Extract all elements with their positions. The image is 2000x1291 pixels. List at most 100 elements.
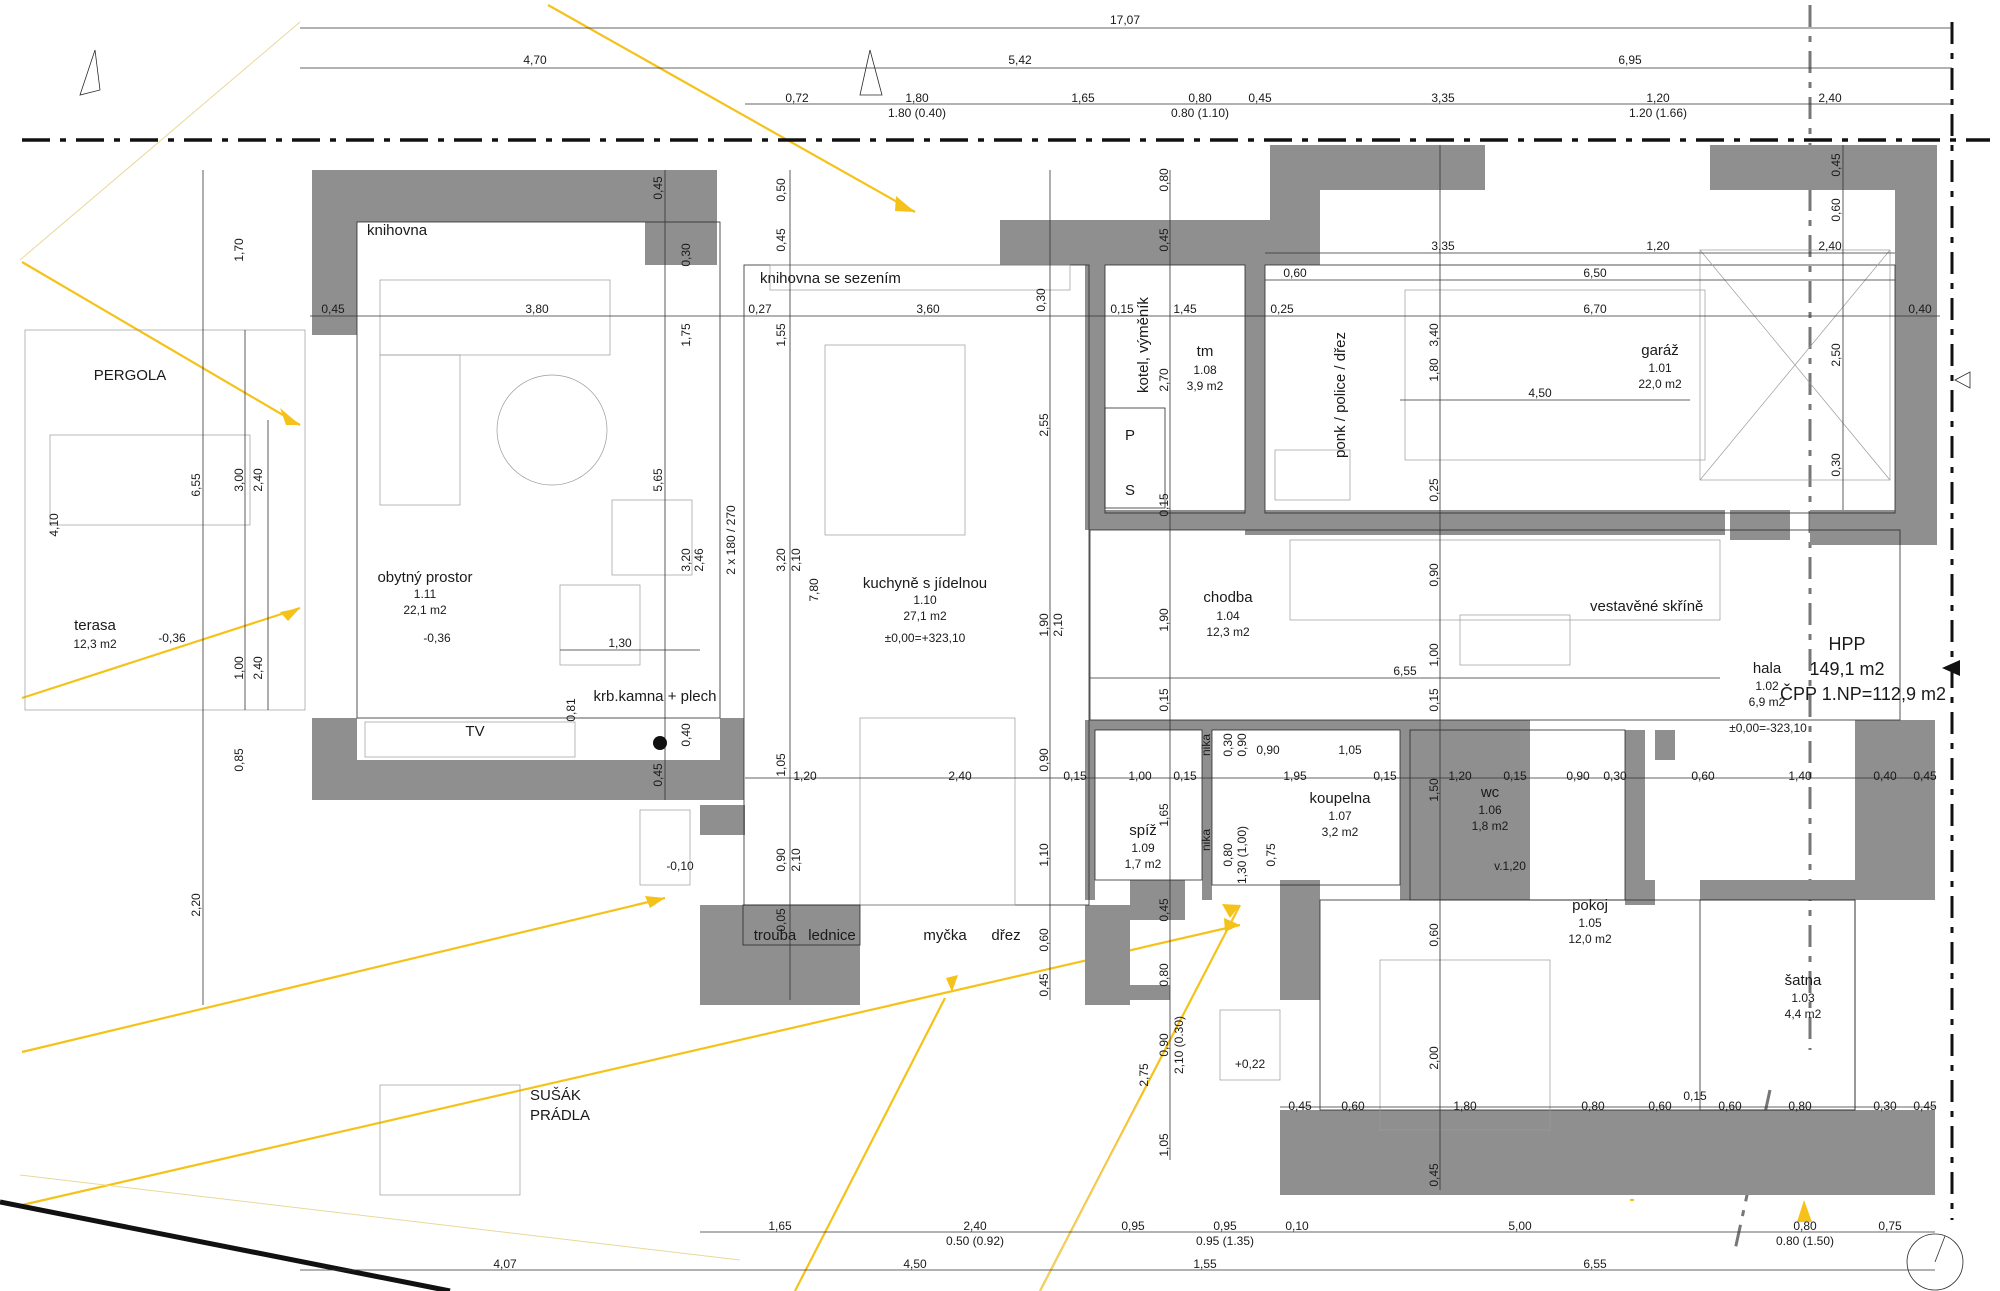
- dim: 0,60: [1341, 1099, 1365, 1113]
- dim: 0,60: [1037, 928, 1051, 952]
- dim: 1,30 (1,00): [1235, 826, 1249, 884]
- dim: 1,45: [1173, 302, 1197, 316]
- lednice-label: lednice: [808, 927, 856, 944]
- room-satna-code: 1.03: [1791, 991, 1815, 1005]
- dim: 1,50: [1427, 778, 1441, 802]
- tv-label: TV: [465, 723, 484, 740]
- hpp-label: HPP: [1828, 634, 1865, 654]
- dim: 2,75: [1137, 1063, 1151, 1087]
- dim: 0,30: [1603, 769, 1627, 783]
- dim: 0,60: [1718, 1099, 1742, 1113]
- room-hala-level: ±0,00=-323,10: [1729, 721, 1807, 735]
- dim: 0.80 (1.50): [1776, 1234, 1834, 1248]
- dim: 6,50: [1583, 266, 1607, 280]
- room-satna-area: 4,4 m2: [1785, 1007, 1822, 1021]
- dim: 0,60: [1427, 923, 1441, 947]
- dim: 1,00: [232, 656, 246, 680]
- dim: 0,45: [1157, 228, 1171, 252]
- room-garaz-name: garáž: [1641, 342, 1679, 359]
- dimension-top: 17,07 4,70 5,42 6,95 0,72 1,80 1.80 (0.4…: [300, 13, 1952, 120]
- room-wc-code: 1.06: [1478, 803, 1502, 817]
- susak-label-1: SUŠÁK: [530, 1087, 581, 1104]
- dim: 1,90: [1157, 608, 1171, 632]
- dim: 4,10: [47, 513, 61, 537]
- dim: 0,10: [1285, 1219, 1309, 1233]
- pergola-label: PERGOLA: [94, 367, 167, 384]
- dim: 1,80: [1453, 1099, 1477, 1113]
- dimension-vertical: 1,70 6,55 4,10 3,00 2,40 1,00 2,40 0,85 …: [47, 145, 1844, 1190]
- dim: 6,55: [1583, 1257, 1607, 1271]
- terasa-area: 12,3 m2: [73, 637, 117, 651]
- dim: 0,85: [232, 748, 246, 772]
- room-satna-name: šatna: [1785, 972, 1822, 989]
- dim: 0,75: [1264, 843, 1278, 867]
- dim: 0,90: [1037, 748, 1051, 772]
- dim: 1,90: [1037, 613, 1051, 637]
- dim: 2,50: [1829, 343, 1843, 367]
- dim: 6,55: [1393, 664, 1417, 678]
- dim: 6,70: [1583, 302, 1607, 316]
- dim: 0,90: [1427, 563, 1441, 587]
- dim: 0,15: [1683, 1089, 1707, 1103]
- vestavene-label: vestavěné skříně: [1590, 598, 1703, 615]
- dim: 1.80 (0.40): [888, 106, 946, 120]
- room-pokoj-code: 1.05: [1578, 916, 1602, 930]
- room-tm-area: 3,9 m2: [1187, 379, 1224, 393]
- dim: 0,05: [774, 908, 788, 932]
- room-pokoj-name: pokoj: [1572, 897, 1608, 914]
- dim: 1,20: [1448, 769, 1472, 783]
- dim: 0,60: [1829, 198, 1843, 222]
- room-hala-area: 6,9 m2: [1749, 695, 1786, 709]
- dim: 1,40: [1788, 769, 1812, 783]
- dim: 1,30: [608, 636, 632, 650]
- dim: 0,30: [1034, 288, 1048, 312]
- dim: 2,10: [789, 848, 803, 872]
- dim: 4,50: [1528, 386, 1552, 400]
- susak-label-2: PRÁDLA: [530, 1107, 590, 1124]
- room-kuchyne-area: 27,1 m2: [903, 609, 947, 623]
- room-obytny-area: 22,1 m2: [403, 603, 447, 617]
- dim: 1,05: [1338, 743, 1362, 757]
- dimension-inner: 0,45 3,80 0,27 3,60 0,15 1,45 0,25 6,70 …: [310, 239, 1940, 1113]
- entrance-arrow-icon: [1942, 660, 1960, 676]
- dim: 1,80: [1427, 358, 1441, 382]
- dim: 0,15: [1063, 769, 1087, 783]
- dim: 0,60: [1283, 266, 1307, 280]
- dimension-bottom: 1,65 2,40 0.50 (0.92) 0,95 0,95 0.95 (1.…: [300, 1219, 1935, 1271]
- dim-total-width: 17,07: [1110, 13, 1140, 27]
- drez-label: dřez: [991, 927, 1020, 944]
- dim: 0,45: [1288, 1099, 1312, 1113]
- dim: 1,65: [768, 1219, 792, 1233]
- dim: 0,90: [1157, 1033, 1171, 1057]
- dim: 0,90: [774, 848, 788, 872]
- dim: 1,65: [1071, 91, 1095, 105]
- dim: 0,60: [1648, 1099, 1672, 1113]
- misc-labels: PERGOLA knihovna knihovna se sezením kot…: [94, 222, 1704, 1124]
- dim: 5,00: [1508, 1219, 1532, 1233]
- dim: 0,95: [1213, 1219, 1237, 1233]
- dim: 1,05: [774, 753, 788, 777]
- dim: 2,00: [1427, 1046, 1441, 1070]
- dim: 0,50: [774, 178, 788, 202]
- dim: 0,30: [679, 243, 693, 267]
- room-obytny-name: obytný prostor: [377, 569, 472, 586]
- dim: 0,15: [1173, 769, 1197, 783]
- dim: 1,00: [1128, 769, 1152, 783]
- room-tm-name: tm: [1197, 343, 1214, 360]
- dim: 5,42: [1008, 53, 1032, 67]
- dim: 0,45: [774, 228, 788, 252]
- dim: 0,45: [1829, 153, 1843, 177]
- dim: 1,20: [1646, 239, 1670, 253]
- dim: 3,80: [525, 302, 549, 316]
- dim: 0,30: [1221, 733, 1235, 757]
- dim: 2,70: [1157, 368, 1171, 392]
- dim: 0.80 (1.10): [1171, 106, 1229, 120]
- dim: 4,07: [493, 1257, 517, 1271]
- room-kuchyne-name: kuchyně s jídelnou: [863, 575, 987, 592]
- room-spiz-code: 1.09: [1131, 841, 1155, 855]
- dim: 0.95 (1.35): [1196, 1234, 1254, 1248]
- dim: 2,40: [251, 656, 265, 680]
- dim: 3,20: [679, 548, 693, 572]
- cpp-area: ČPP 1.NP=112,9 m2: [1780, 683, 1946, 704]
- dim: 1,65: [1157, 803, 1171, 827]
